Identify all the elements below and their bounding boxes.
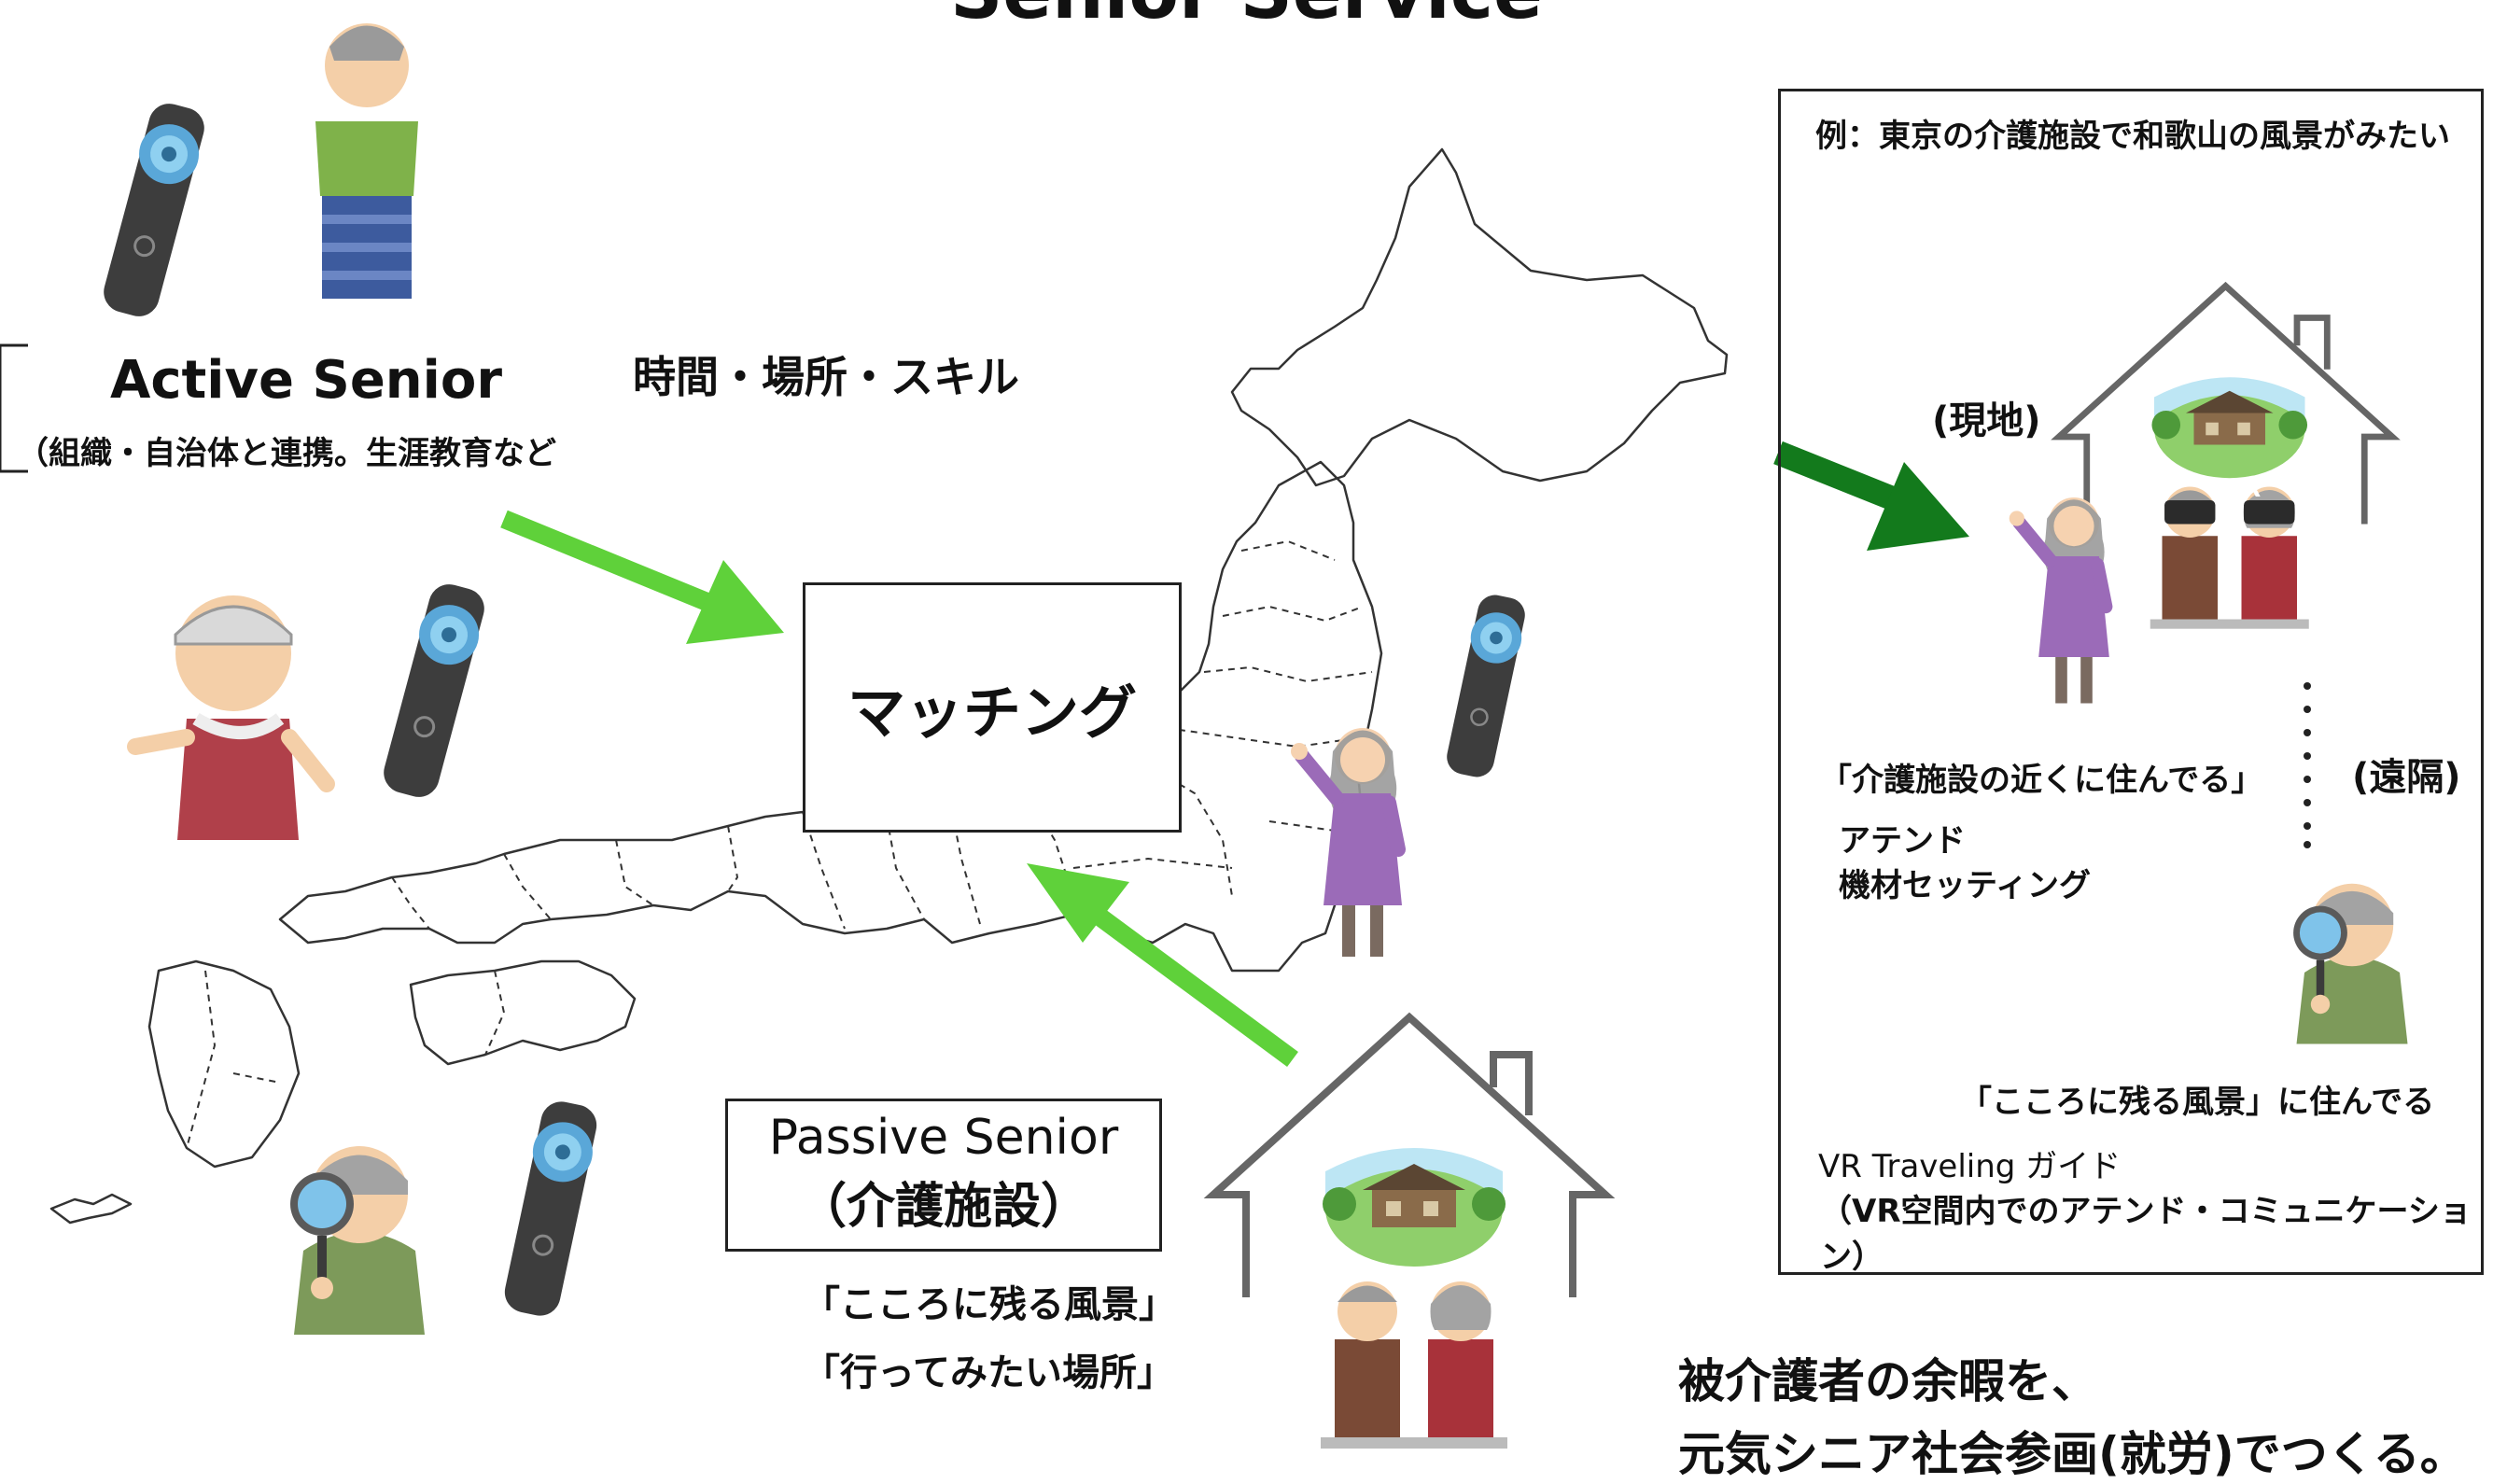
panel-lives-near-label: 「介護施設の近くに住んでる」 xyxy=(1820,762,2263,799)
panel-house-icon xyxy=(2059,287,2392,629)
shikoku-outline xyxy=(409,959,637,1066)
panel-onsite-label: (現地) xyxy=(1932,399,2041,442)
passive-senior-label: Passive Senior xyxy=(768,1110,1119,1166)
active-senior-woman-jogging-illustration xyxy=(127,595,335,840)
camera-icon xyxy=(1440,590,1532,782)
active-resources-label: 時間・場所・スキル xyxy=(633,352,1019,402)
example-panel xyxy=(1778,89,2484,1275)
kyushu-outline xyxy=(147,959,301,1169)
active-to-matching-arrow xyxy=(500,510,784,644)
active-senior-man-illustration xyxy=(315,23,418,299)
panel-guide-detail: （VR空間内でのアテンド・コミュニケーション） xyxy=(1820,1193,2472,1276)
passive-senior-box: Passive Senior （介護施設） xyxy=(725,1099,1162,1252)
active-senior-label: Active Senior xyxy=(110,350,502,411)
panel-lives-scenery-label: 「こころに残る風景」に住んでる xyxy=(1960,1084,2435,1121)
panel-setup-label: 機材セッティング xyxy=(1839,867,2091,904)
panel-remote-label: (遠隔) xyxy=(2352,756,2461,799)
passive-to-matching-arrow xyxy=(1027,863,1298,1068)
passive-wish-scenery: 「こころに残る風景」 xyxy=(803,1283,1176,1326)
care-facility-house-icon xyxy=(1213,1017,1605,1449)
passive-facility-label: （介護施設） xyxy=(797,1179,1089,1235)
page-title: Senior Service xyxy=(0,0,2493,35)
tagline-line2: 元気シニア社会参画(就労)でつくる。 xyxy=(1678,1427,2467,1481)
tagline-line1: 被介護者の余暇を、 xyxy=(1678,1354,2098,1408)
oldman-magnifier-illustration xyxy=(290,1146,425,1335)
islands-outline xyxy=(49,1193,133,1225)
passive-wish-place: 「行ってみたい場所」 xyxy=(803,1351,1174,1394)
matching-box: マッチング xyxy=(803,582,1182,833)
matching-label: マッチング xyxy=(847,679,1137,747)
matching-to-panel-arrow xyxy=(1773,441,1969,551)
helper-grandma-illustration xyxy=(1291,728,1402,957)
panel-attend-label: アテンド xyxy=(1839,822,1966,860)
camera-icon xyxy=(497,1096,604,1322)
vr-goggle-label: VR xyxy=(2305,482,2341,508)
hokkaido-outline xyxy=(1230,147,1729,487)
active-senior-detail: （組織・自治体と連携。生涯教育など xyxy=(17,435,556,472)
remote-connection-dots xyxy=(2304,682,2311,848)
active-senior-bracket xyxy=(0,343,28,473)
camera-icon xyxy=(375,578,493,804)
panel-example-label: 例：東京の介護施設で和歌山の風景がみたい xyxy=(1815,118,2450,155)
camera-icon xyxy=(95,97,213,323)
vr-goggle-label: VR xyxy=(2226,476,2262,502)
panel-guide-label: VR Traveling ガイド xyxy=(1818,1148,2122,1185)
